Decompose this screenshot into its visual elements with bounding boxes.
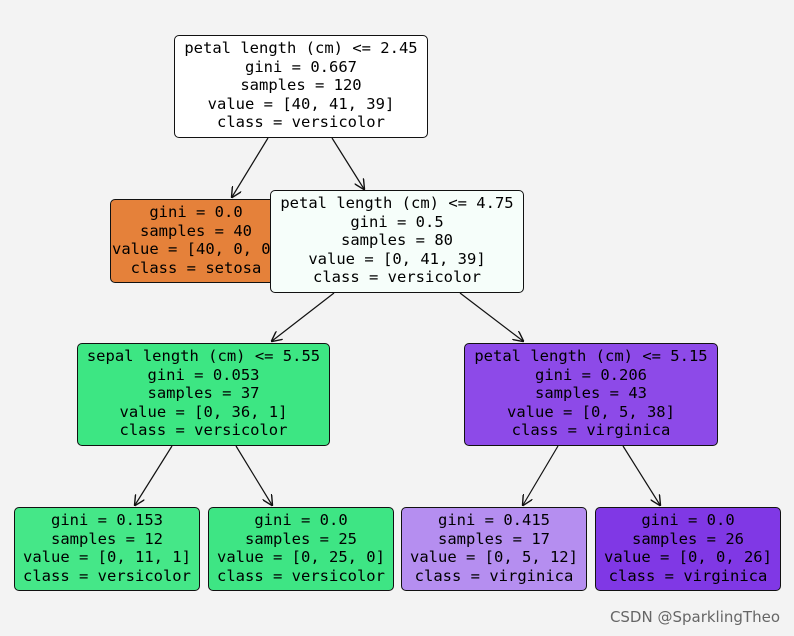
node-text-line: samples = 25 <box>245 529 357 548</box>
node-text-line: gini = 0.0 <box>254 511 348 529</box>
node-text-line: gini = 0.053 <box>147 365 260 384</box>
node-text-line: samples = 120 <box>240 76 362 94</box>
node-text-line: samples = 26 <box>632 529 744 548</box>
node-text-line: value = [40, 41, 39] <box>207 94 395 113</box>
node-text-line: petal length (cm) <= 2.45 <box>184 39 418 57</box>
node-text-line: samples = 80 <box>341 231 453 249</box>
node-text-line: gini = 0.5 <box>350 212 444 231</box>
node-text-line: class = versicolor <box>217 566 385 585</box>
node-text-line: gini = 0.0 <box>641 511 735 529</box>
node-text-line: petal length (cm) <= 5.15 <box>474 347 708 365</box>
node-text-line: samples = 43 <box>535 384 647 402</box>
node-text-line: value = [0, 11, 1] <box>23 548 191 566</box>
node-text-line: value = [0, 25, 0] <box>217 548 385 566</box>
node-text-line: gini = 0.153 <box>51 511 163 529</box>
edge-n4-n7 <box>523 445 559 505</box>
node-text-line: value = [0, 5, 38] <box>507 402 675 421</box>
node-text-line: samples = 37 <box>147 384 260 402</box>
node-text-line: sepal length (cm) <= 5.55 <box>86 347 321 365</box>
node-text-line: value = [0, 5, 12] <box>410 548 578 566</box>
node-text-line: class = versicolor <box>23 566 191 585</box>
edge-n0-n2 <box>331 137 364 189</box>
node-text-line: class = virginica <box>511 421 671 439</box>
node-text-line: class = virginica <box>608 566 768 585</box>
node-text-line: gini = 0.415 <box>438 511 550 529</box>
node-text-line: samples = 12 <box>51 529 163 548</box>
node-text-line: gini = 0.206 <box>535 365 647 384</box>
node-text-line: petal length (cm) <= 4.75 <box>280 194 514 212</box>
edge-n3-n6 <box>235 445 272 505</box>
edge-n3-n5 <box>135 445 173 505</box>
node-text-line: class = versicolor <box>313 268 481 286</box>
node-text-line: class = setosa <box>130 258 262 277</box>
node-text-line: class = versicolor <box>217 113 385 131</box>
watermark-text: CSDN @SparklingTheo <box>609 608 780 626</box>
node-text-line: gini = 0.667 <box>245 57 357 76</box>
node-text-line: class = versicolor <box>119 421 288 439</box>
edge-n0-n1 <box>232 137 269 197</box>
node-text-line: value = [0, 36, 1] <box>119 402 288 421</box>
edge-n2-n3 <box>272 292 335 341</box>
node-text-line: value = [0, 0, 26] <box>604 548 772 566</box>
edge-n2-n4 <box>459 292 523 341</box>
edge-n4-n8 <box>622 445 660 505</box>
node-text-line: gini = 0.0 <box>149 203 243 221</box>
node-text-line: samples = 40 <box>140 221 252 240</box>
node-text-line: class = virginica <box>414 566 574 585</box>
node-text-line: value = [0, 41, 39] <box>308 249 486 268</box>
node-text-line: samples = 17 <box>438 529 550 548</box>
node-text-line: value = [40, 0, 0] <box>112 240 280 258</box>
